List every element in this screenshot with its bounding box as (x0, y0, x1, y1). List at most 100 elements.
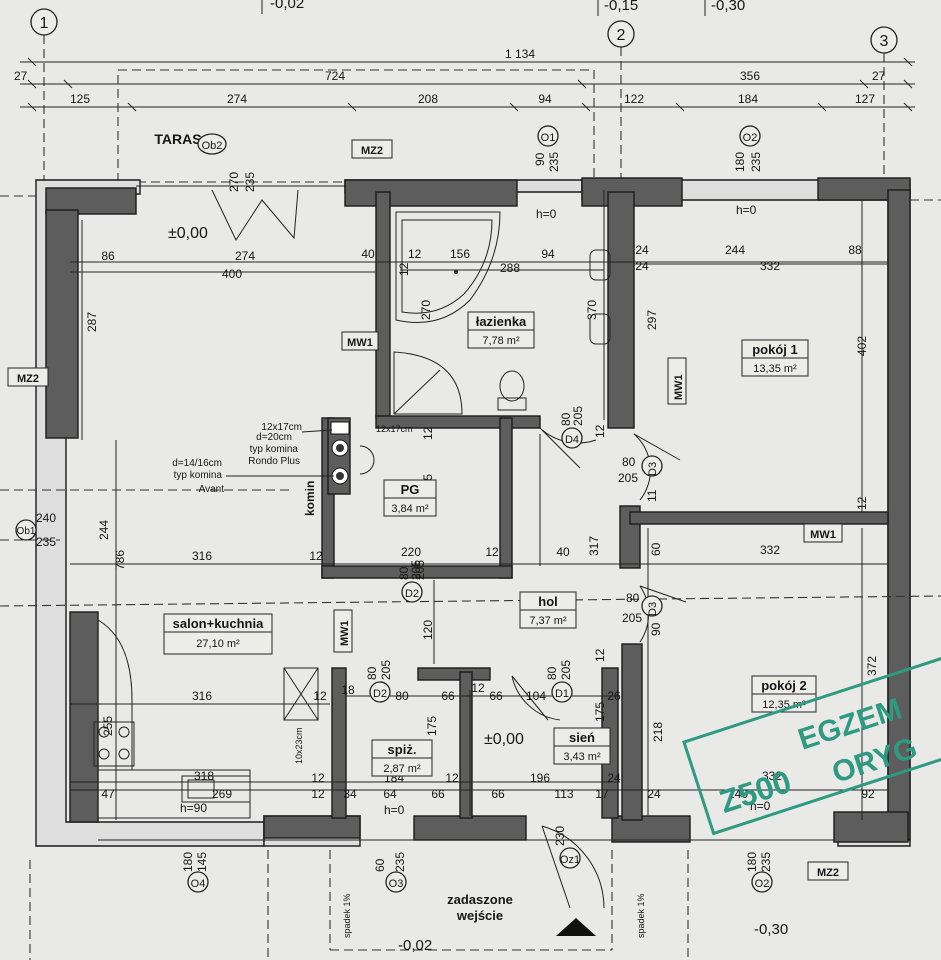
dim-92: 92 (861, 787, 875, 801)
opening-oz1: Oz1 (560, 854, 580, 866)
dim-235a: 235 (36, 535, 56, 549)
dim-40b: 40 (556, 545, 570, 559)
opening-v180a: 180 (733, 152, 747, 172)
chimney-note-2: d=20cm (256, 432, 292, 443)
wall-bottom-2 (413, 815, 527, 841)
axis-2-label: 2 (617, 27, 626, 44)
opening-v270: 270 (227, 172, 241, 192)
opening-v235c: 235 (749, 152, 763, 172)
opening-v60: 60 (373, 858, 387, 872)
room-pg: PG 3,84 m² (383, 479, 437, 517)
opening-o3: O3 (389, 878, 404, 890)
dim-269: 269 (212, 787, 232, 801)
dim-316b: 316 (192, 689, 212, 703)
dim-24b: 24 (635, 259, 649, 273)
door-v80d: 80 (397, 566, 411, 580)
tag-mz2-bottom: MZ2 (817, 867, 839, 879)
dim-12b: 12 (485, 545, 499, 559)
door-v205d: 205 (409, 560, 423, 580)
dim-47: 47 (101, 787, 115, 801)
room-area: 7,37 m² (529, 615, 567, 627)
tags: MZ2 MZ2 MZ2 MW1 MW1 MW1 MW1 (7, 139, 849, 881)
level-marker-top-mid: -0,15 (597, 0, 638, 16)
room-area: 3,43 m² (563, 751, 601, 763)
exterior-walls (35, 177, 911, 847)
room-name: PG (401, 482, 420, 497)
level-top-right: -0,30 (711, 0, 745, 14)
opening-o1: O1 (541, 132, 556, 144)
axis-1: 1 (30, 8, 58, 36)
dim-274a: 274 (227, 92, 247, 106)
dim-66d: 66 (491, 787, 505, 801)
interior-dimension-lines (70, 190, 888, 820)
door-d1: D1 (555, 688, 569, 700)
dim-12g: 12 (445, 771, 459, 785)
door-v205c: 205 (622, 611, 642, 625)
dim-94a: 94 (538, 92, 552, 106)
door-d2a: D2 (405, 588, 419, 600)
dim-196: 196 (530, 771, 550, 785)
dimension-chain-1: 1 134 (20, 47, 915, 63)
level-h0-d: h=0 (750, 799, 771, 813)
room-name: salon+kuchnia (173, 616, 264, 631)
room-salon-kuchnia: salon+kuchnia 27,10 m² (163, 613, 273, 655)
spiral-stairs-icon (359, 445, 375, 475)
door-d3a: D3 (647, 462, 659, 476)
sink-icon-2 (589, 313, 611, 345)
dim-88: 88 (848, 243, 862, 257)
chimney-note-3: typ komina (250, 444, 299, 455)
wall-bedroom1-left (607, 191, 635, 429)
door-oz1-swing (541, 825, 605, 909)
dim-11: 11 (645, 489, 659, 502)
dim-66c: 66 (431, 787, 445, 801)
dim-66a: 66 (441, 689, 455, 703)
wall-bath-left (375, 191, 391, 419)
komin-label: komin (303, 481, 317, 516)
dim-12c: 12 (421, 426, 435, 440)
chimney-note-6: typ komina (174, 470, 223, 481)
dim-122: 122 (624, 92, 644, 106)
level-entry: ±0,00 (484, 731, 524, 748)
entrance-arrow-icon (556, 918, 596, 936)
door-v90b: 90 (649, 622, 663, 636)
door-v80f: 80 (545, 666, 559, 680)
dim-24c: 24 (607, 771, 621, 785)
opening-v145: 145 (195, 852, 209, 872)
dim-12l: 12 (397, 262, 411, 276)
dim-total: 1 134 (505, 47, 535, 61)
dim-125: 125 (70, 92, 90, 106)
room-area: 12,35 m² (762, 699, 806, 711)
opening-v180b: 180 (181, 852, 195, 872)
dim-274b: 274 (235, 249, 255, 263)
dim-27a: 27 (14, 69, 28, 83)
dim-370: 370 (585, 300, 599, 320)
tag-mz2-left: MZ2 (17, 373, 39, 385)
tag-mw1-mid: MW1 (810, 529, 836, 541)
terrace-door-icon (211, 189, 299, 242)
level-top-left: -0,02 (270, 0, 304, 12)
dimension-chain-3: 125 274 208 94 122 184 127 (20, 92, 915, 108)
toilet-icon (497, 370, 527, 411)
dimension-chain-2: 27 724 356 27 (14, 69, 915, 85)
door-v205e: 205 (379, 660, 393, 680)
chimney-small-label: 12x17cm (376, 424, 413, 434)
wall-pantry-left (331, 667, 347, 819)
room-spiz: spiż. 2,87 m² (371, 739, 433, 777)
room-area: 27,10 m² (196, 638, 240, 650)
cut-lines (0, 195, 941, 960)
terrace-label: TARAS (154, 131, 201, 147)
door-v80b: 80 (622, 455, 636, 469)
dim-24a: 24 (635, 243, 649, 257)
dim-64: 64 (383, 787, 397, 801)
wall-core-bottom-1 (263, 815, 361, 839)
opening-v180c: 180 (745, 852, 759, 872)
level-top-mid: -0,15 (604, 0, 638, 14)
dim-220: 220 (401, 545, 421, 559)
opening-v235a: 235 (243, 172, 257, 192)
door-d1-swing (511, 675, 561, 721)
dim-113: 113 (554, 787, 573, 801)
room-lazienka: łazienka 7,78 m² (467, 311, 535, 349)
dim-12j: 12 (855, 496, 869, 510)
door-v205g: 205 (413, 560, 427, 580)
